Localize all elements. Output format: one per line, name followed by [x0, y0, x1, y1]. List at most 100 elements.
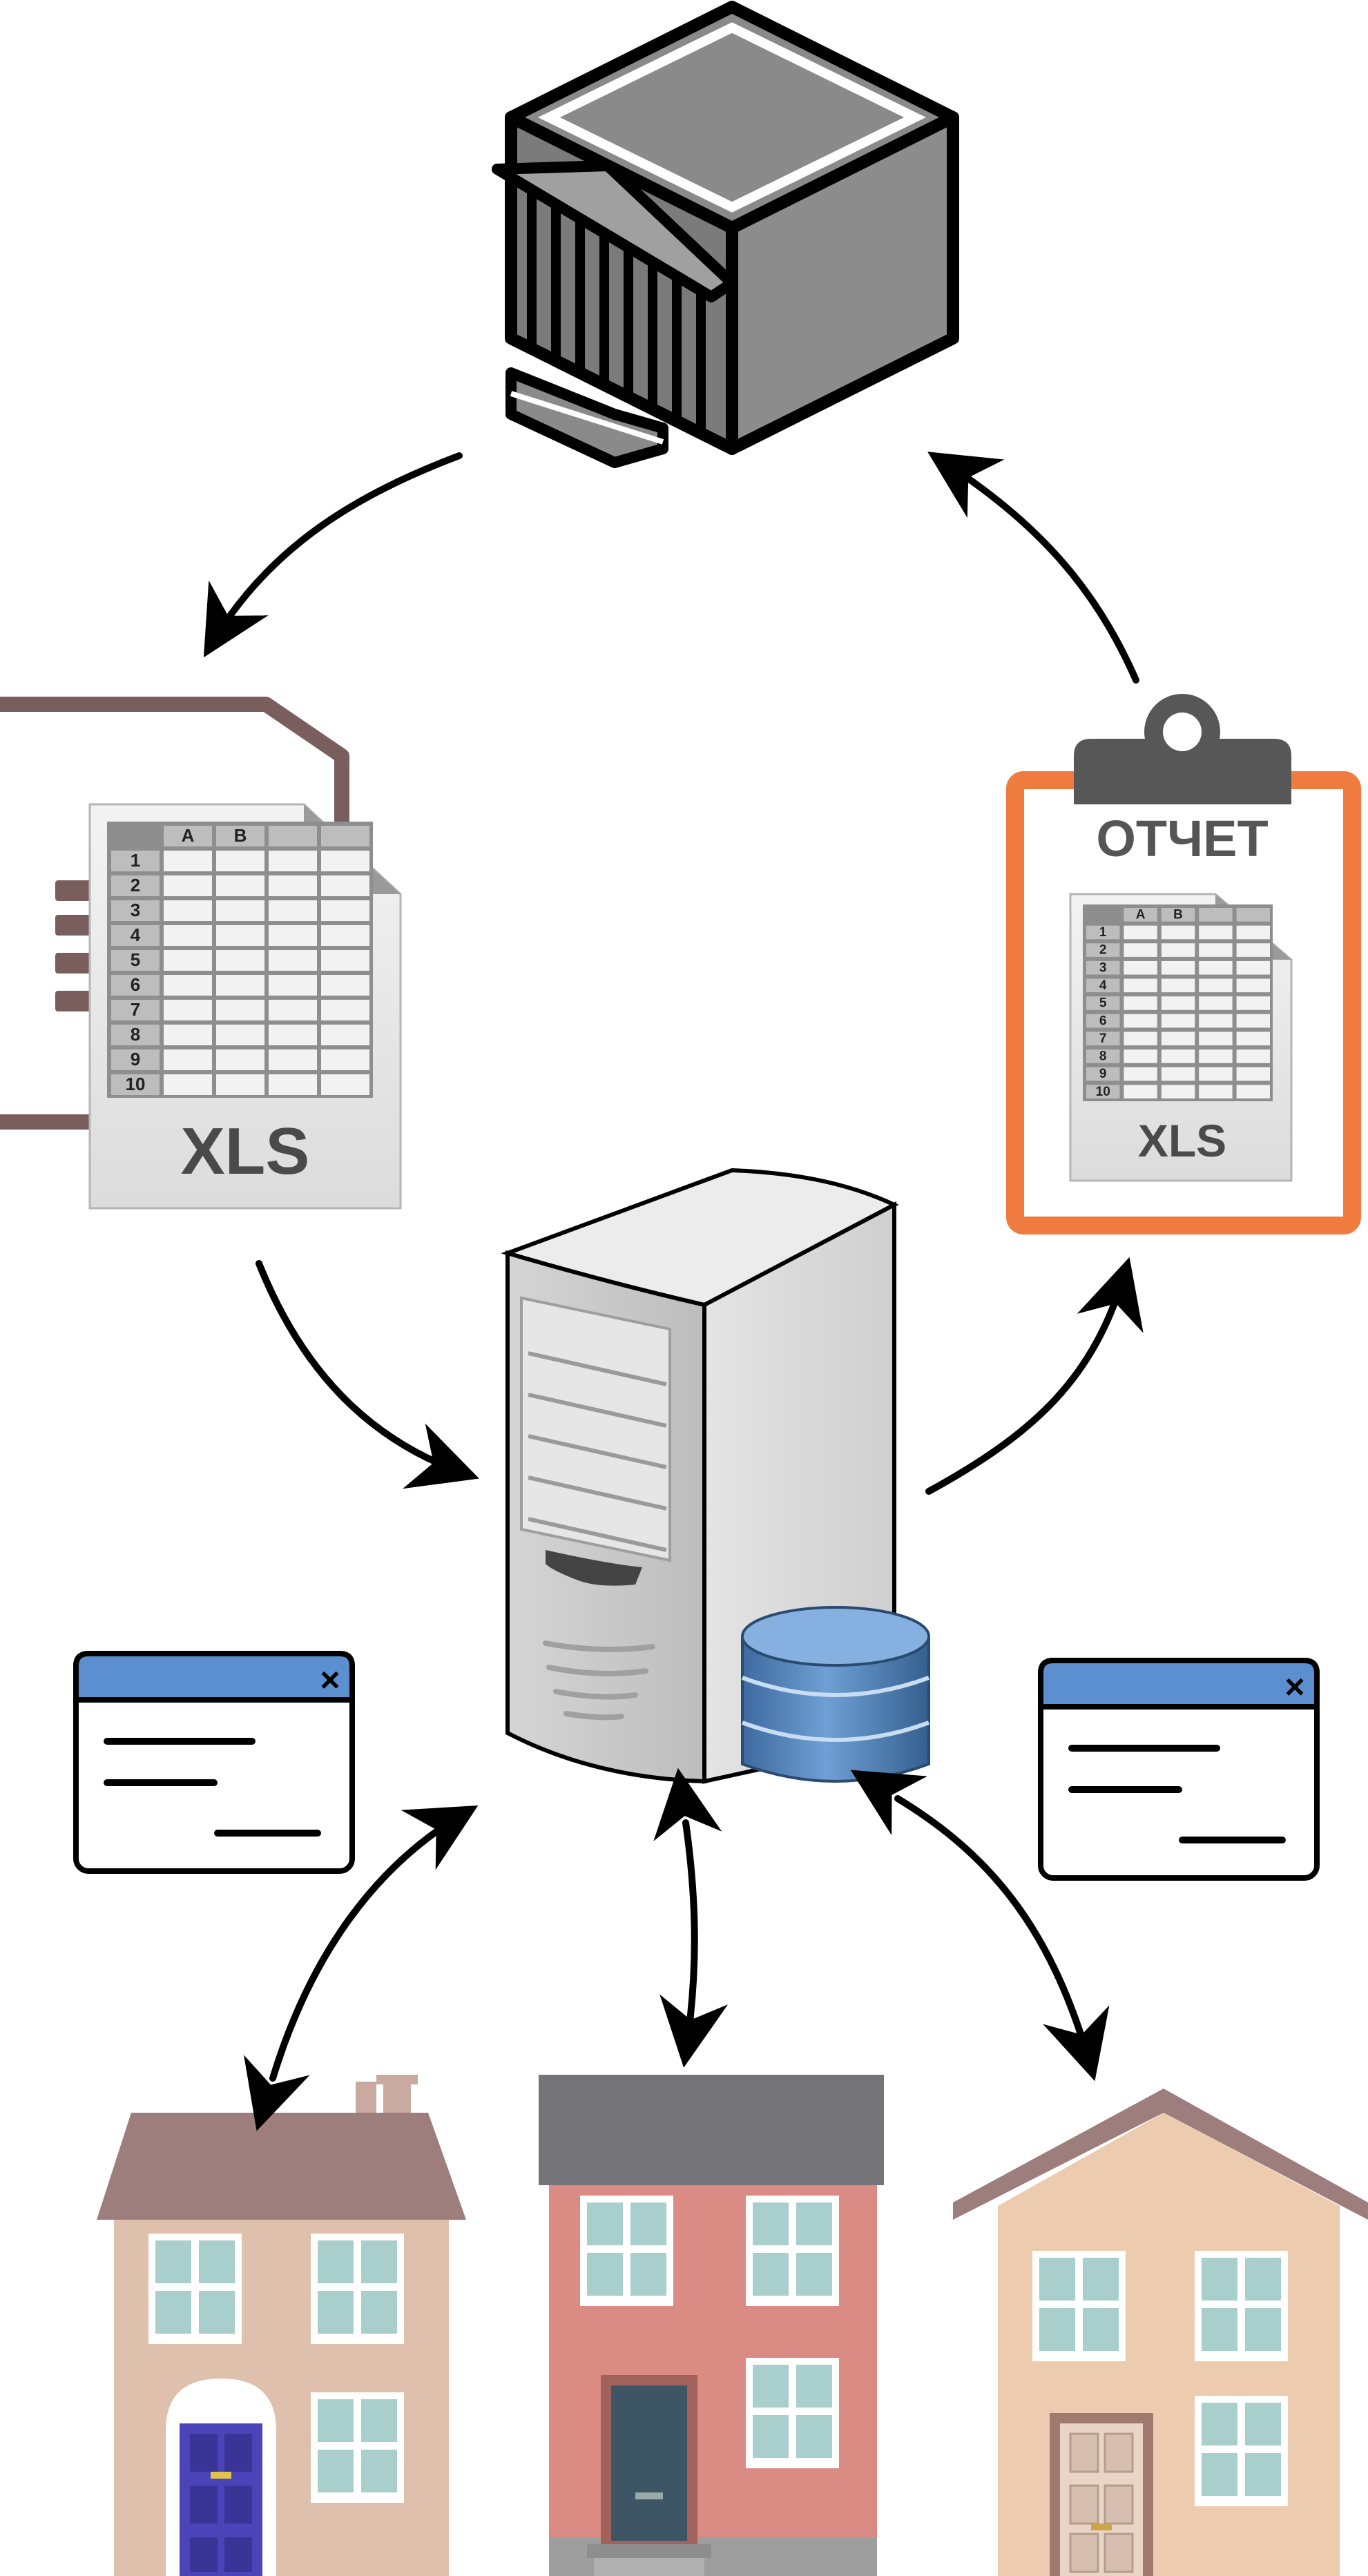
house-left: [97, 2075, 466, 2576]
sheet-column-label: B: [234, 825, 247, 846]
house-center: [539, 2075, 884, 2576]
sheet-cell: [321, 1074, 369, 1095]
file-type-label: XLS: [1138, 1115, 1226, 1166]
sheet-cell: [1199, 1049, 1233, 1063]
file-type-label: XLS: [181, 1114, 310, 1188]
sheet-cell: [111, 875, 160, 896]
sheet-row-number: 1: [131, 850, 140, 871]
sheet-cell: [1124, 1067, 1157, 1081]
sheet-header-cell: [1199, 908, 1233, 922]
sheet-cell: [1124, 943, 1157, 957]
app-window-right: ×: [1038, 1658, 1320, 1881]
sheet-cell: [1236, 996, 1270, 1010]
house-right: [953, 2089, 1368, 2576]
sheet-cell: [111, 1074, 160, 1095]
sheet-row-number: 7: [131, 999, 140, 1020]
sheet-row-number: 10: [126, 1074, 146, 1094]
sheet-header-cell: [216, 826, 264, 846]
sheet-row-number: 2: [131, 875, 140, 895]
sheet-cell: [1086, 943, 1120, 957]
sheet-cell: [1124, 978, 1157, 993]
sheet-cell: [321, 1049, 369, 1070]
sheet-cell: [111, 925, 160, 946]
sheet-header-cell: [1124, 908, 1157, 922]
sheet-row-number: 5: [131, 949, 140, 970]
sheet-cell: [1124, 1085, 1157, 1098]
sheet-cell: [269, 1025, 317, 1045]
sheet-cell: [216, 875, 264, 896]
sheet-cell: [164, 1000, 212, 1020]
sheet-cell: [216, 1049, 264, 1070]
sheet-header-cell: [1086, 908, 1120, 922]
sheet-row-number: 10: [1096, 1085, 1110, 1099]
sheet-row-number: 1: [1099, 925, 1107, 940]
sheet-row-number: 3: [131, 900, 140, 920]
sheet-cell: [1161, 943, 1195, 957]
sheet-cell: [1236, 1032, 1270, 1046]
sheet-cell: [1161, 978, 1195, 993]
sheet-cell: [1124, 1049, 1157, 1063]
sheet-cell: [1086, 996, 1120, 1010]
sheet-cell: [269, 1000, 317, 1020]
sheet-cell: [164, 975, 212, 996]
sheet-column-label: A: [182, 825, 195, 846]
sheet-cell: [1124, 925, 1157, 940]
sheet-cell: [216, 851, 264, 871]
clipboard-clip-icon: [1074, 694, 1291, 804]
sheet-cell: [216, 975, 264, 996]
sheet-cell: [1086, 978, 1120, 993]
sheet-cell: [1086, 1085, 1120, 1098]
sheet-cell: [1199, 1067, 1233, 1081]
door: [611, 2385, 687, 2541]
sheet-cell: [164, 1074, 212, 1095]
sheet-cell: [1236, 943, 1270, 957]
sheet-cell: [216, 950, 264, 971]
sheet-cell: [1199, 996, 1233, 1010]
sheet-cell: [321, 875, 369, 896]
sheet-row-number: 3: [1099, 960, 1107, 975]
sheet-cell: [1086, 1014, 1120, 1028]
sheet-row-number: 6: [131, 974, 140, 995]
app-window-left: ×: [73, 1651, 355, 1874]
sheet-cell: [269, 851, 317, 871]
sheet-cell: [1161, 1067, 1195, 1081]
sheet-cell: [1199, 1032, 1233, 1046]
sheet-cell: [111, 1025, 160, 1045]
arrow-server-house-left: [244, 1805, 479, 2131]
sheet-cell: [1124, 996, 1157, 1010]
sheet-cell: [1086, 1049, 1120, 1063]
sheet-header-cell: [1161, 908, 1195, 922]
sheet-row-number: 4: [1099, 978, 1107, 993]
sheet-cell: [1236, 978, 1270, 993]
sheet-cell: [111, 975, 160, 996]
arrow-spreadsheet-to-server: [256, 1260, 479, 1489]
sheet-cell: [321, 950, 369, 971]
sheet-row-number: 9: [131, 1049, 140, 1069]
sheet-header-cell: [1236, 908, 1270, 922]
sheet-cell: [1086, 925, 1120, 940]
sheet-cell: [164, 925, 212, 946]
sheet-cell: [1236, 925, 1270, 940]
sheet-cell: [111, 1000, 160, 1020]
sheet-cell: [1199, 960, 1233, 975]
close-icon[interactable]: ×: [320, 1660, 340, 1699]
sheet-row-number: 2: [1099, 943, 1107, 958]
sheet-cell: [216, 1025, 264, 1045]
sheet-cell: [1236, 1085, 1270, 1098]
sheet-cell: [1199, 1085, 1233, 1098]
sheet-cell: [321, 1025, 369, 1045]
sheet-cell: [321, 900, 369, 921]
sheet-cell: [111, 900, 160, 921]
sheet-cell: [269, 875, 317, 896]
sheet-cell: [1236, 1049, 1270, 1063]
close-icon[interactable]: ×: [1284, 1667, 1304, 1706]
sheet-cell: [1086, 1032, 1120, 1046]
sheet-cell: [164, 851, 212, 871]
sheet-cell: [111, 950, 160, 971]
sheet-cell: [321, 975, 369, 996]
sheet-cell: [1199, 943, 1233, 957]
sheet-header-cell: [269, 826, 317, 846]
sheet-cell: [1161, 925, 1195, 940]
